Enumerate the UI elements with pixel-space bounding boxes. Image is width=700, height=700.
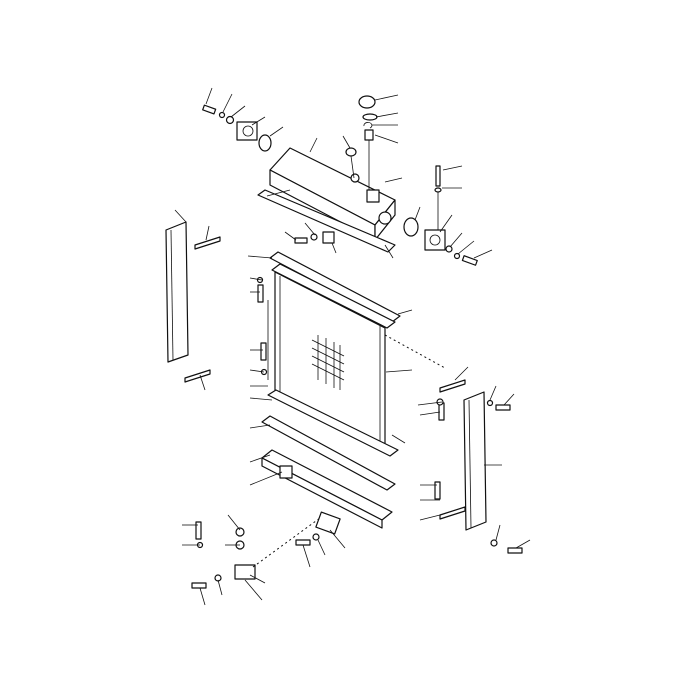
right-top-bracket <box>439 379 466 393</box>
upper-left-fittings <box>202 104 272 152</box>
callout-leaders <box>174 87 531 606</box>
left-top-bracket <box>194 236 221 250</box>
upper-right-fittings <box>403 165 478 266</box>
core-bottom-plate <box>267 389 399 457</box>
bolt <box>294 237 308 244</box>
lower-bracket <box>315 511 341 535</box>
small-bracket <box>322 231 335 244</box>
right-side-plate <box>463 391 487 531</box>
lower-tank <box>261 449 393 529</box>
right-bottom-bracket <box>439 506 466 520</box>
left-bottom-bracket <box>184 369 211 383</box>
drain-bracket <box>234 564 256 580</box>
upper-tank-gasket <box>257 189 396 253</box>
lower-tank-gasket <box>261 415 396 491</box>
filler-cap <box>358 95 376 109</box>
core-top-plate <box>271 263 396 329</box>
filler-neck <box>366 189 380 203</box>
filler-cap-stack <box>345 95 378 190</box>
upper-tank <box>269 147 396 241</box>
core-mesh-indicator <box>311 335 345 390</box>
radiator-core <box>274 271 386 446</box>
left-side-plate <box>165 221 189 363</box>
